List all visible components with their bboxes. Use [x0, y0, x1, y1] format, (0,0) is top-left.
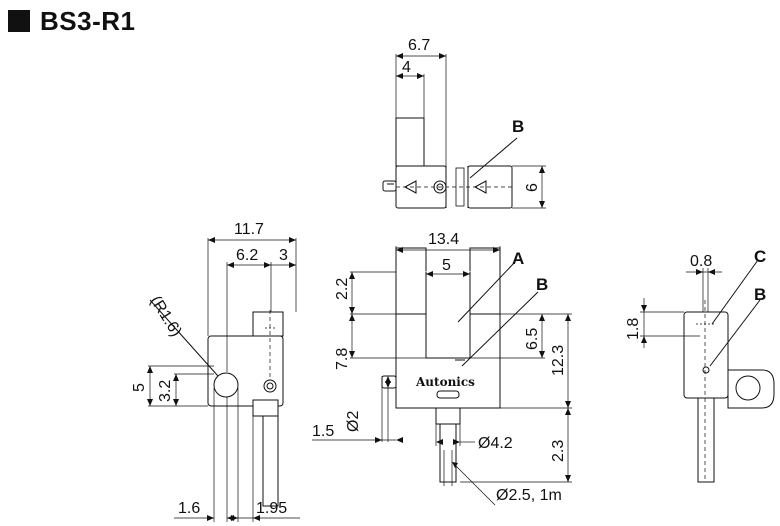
- dim-2-2: 2.2: [334, 278, 351, 300]
- label-b-front: B: [536, 275, 548, 294]
- brand-logo: Autonics: [415, 375, 475, 389]
- dimension-arrowheads: [147, 53, 715, 521]
- title-block: BS3-R1: [8, 6, 135, 36]
- dim-12-3: 12.3: [550, 345, 567, 376]
- label-b-right: B: [754, 285, 766, 304]
- label-c: C: [754, 247, 766, 266]
- dim-3-2: 3.2: [157, 380, 174, 402]
- dim-dia-2-5-cable: Ø2.5, 1m: [496, 487, 562, 504]
- dim-6-2: 6.2: [236, 247, 258, 264]
- dim-3: 3: [279, 247, 288, 264]
- dim-5-side: 5: [131, 383, 148, 392]
- dim-1-6: 1.6: [178, 500, 200, 517]
- dim-r1-6: (R1.6): [147, 293, 185, 340]
- dim-2-3: 2.3: [550, 440, 567, 462]
- label-b-top: B: [512, 117, 524, 136]
- title-bullet-square: [8, 10, 30, 32]
- dim-dia-2: Ø2: [345, 411, 362, 432]
- label-a: A: [512, 249, 524, 268]
- dim-7-8: 7.8: [334, 348, 351, 370]
- dim-4: 4: [402, 59, 411, 76]
- dim-11-7: 11.7: [234, 221, 264, 238]
- dim-6-5: 6.5: [524, 328, 541, 350]
- dim-1-8: 1.8: [625, 318, 642, 340]
- page-title: BS3-R1: [40, 5, 136, 36]
- dim-5-front: 5: [442, 257, 451, 274]
- dim-6-7: 6.7: [408, 37, 430, 54]
- dim-1-95: 1.95: [256, 500, 287, 517]
- side-view: [148, 238, 300, 522]
- dim-0-8: 0.8: [690, 253, 712, 270]
- top-view: [382, 54, 546, 209]
- dim-1-5: 1.5: [312, 423, 334, 440]
- dim-13-4: 13.4: [428, 231, 459, 248]
- dim-6: 6: [524, 183, 541, 192]
- front-view: [312, 246, 572, 506]
- dim-dia-4-2: Ø4.2: [478, 435, 513, 452]
